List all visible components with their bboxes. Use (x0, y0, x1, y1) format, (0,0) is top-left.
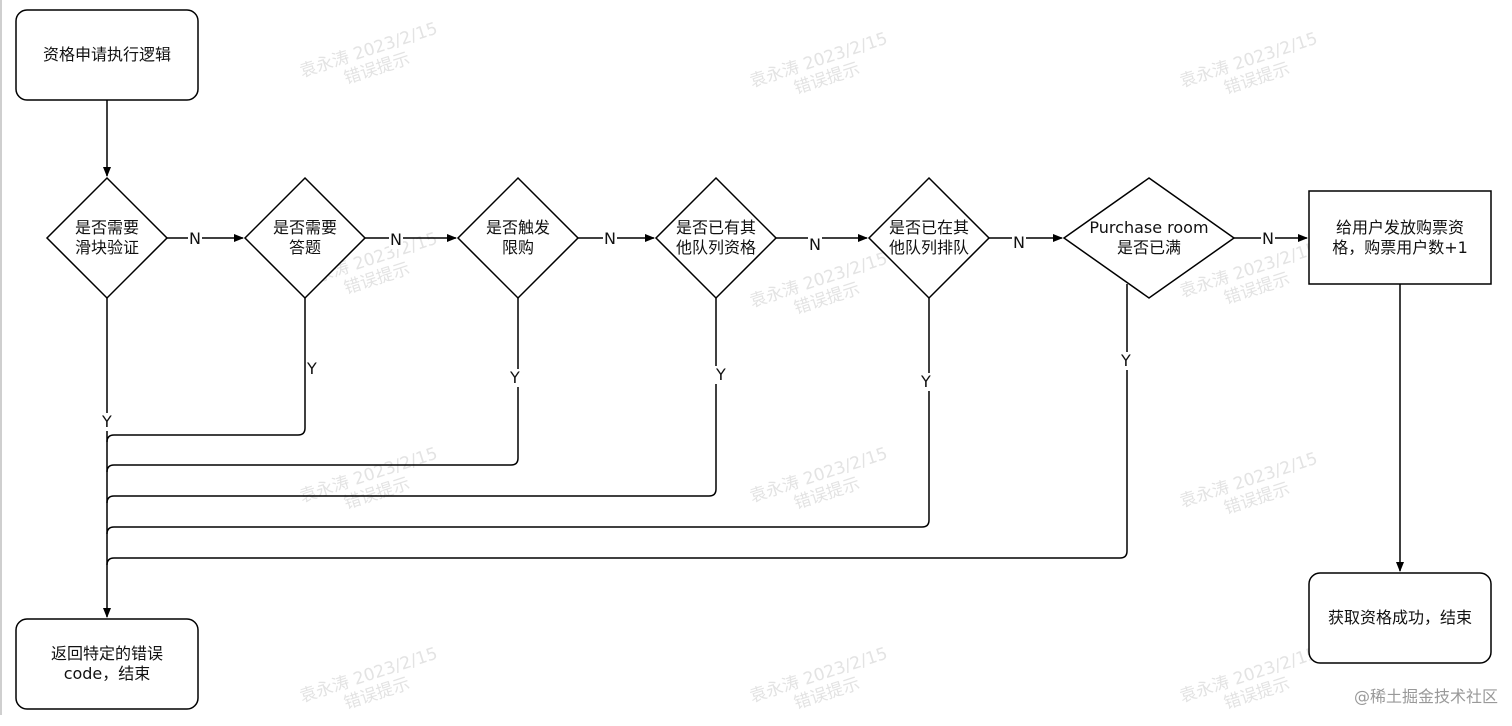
edge-d2-yes (106, 298, 306, 443)
site-watermark: @稀土掘金技术社区 (1353, 687, 1498, 706)
grant-node-label: 给用户发放购票资 格，购票用户数+1 (1332, 217, 1468, 257)
edge-d6-yes (106, 284, 1128, 566)
decision-slider-verification-label: 是否需要 滑块验证 (74, 218, 139, 257)
edge-label-d2-yes: Y (306, 359, 318, 378)
edge-label-d3-no: N (603, 229, 617, 248)
edge-label-d3-yes: Y (509, 368, 521, 387)
edge-d4-yes (106, 298, 717, 504)
decision-other-queue-qualification-label: 是否已有其 他队列资格 (675, 218, 756, 257)
success-node (1308, 572, 1492, 664)
error-node (15, 618, 199, 710)
decision-other-queue-waiting-label: 是否已在其 他队列排队 (888, 218, 969, 257)
edge-d3-yes (106, 298, 519, 473)
error-node-label: 返回特定的错误 code，结束 (50, 644, 163, 683)
success-node-label: 获取资格成功，结束 (1327, 608, 1472, 627)
edge-label-d2-no: N (389, 230, 403, 249)
edge-label-d1-yes: Y (101, 412, 113, 431)
edge-label-d1-no: N (188, 229, 202, 248)
edge-d5-yes (106, 298, 930, 535)
edge-label-d4-yes: Y (715, 365, 727, 384)
edge-label-d5-no: N (1012, 233, 1026, 252)
decision-answer-question-label: 是否需要 答题 (272, 218, 337, 257)
decision-purchase-room-full-label: Purchase room 是否已满 (1089, 218, 1209, 257)
edge-label-d5-yes: Y (920, 372, 932, 391)
decision-purchase-limit-label: 是否触发 限购 (485, 218, 550, 257)
edge-label-d4-no: N (808, 235, 822, 254)
grant-node (1308, 190, 1492, 285)
edge-label-d6-yes: Y (1120, 351, 1132, 370)
left-border (0, 0, 2, 715)
edge-label-d6-no: N (1261, 229, 1275, 248)
start-node-label: 资格申请执行逻辑 (42, 45, 171, 64)
decision-purchase-room-full (1062, 177, 1236, 299)
